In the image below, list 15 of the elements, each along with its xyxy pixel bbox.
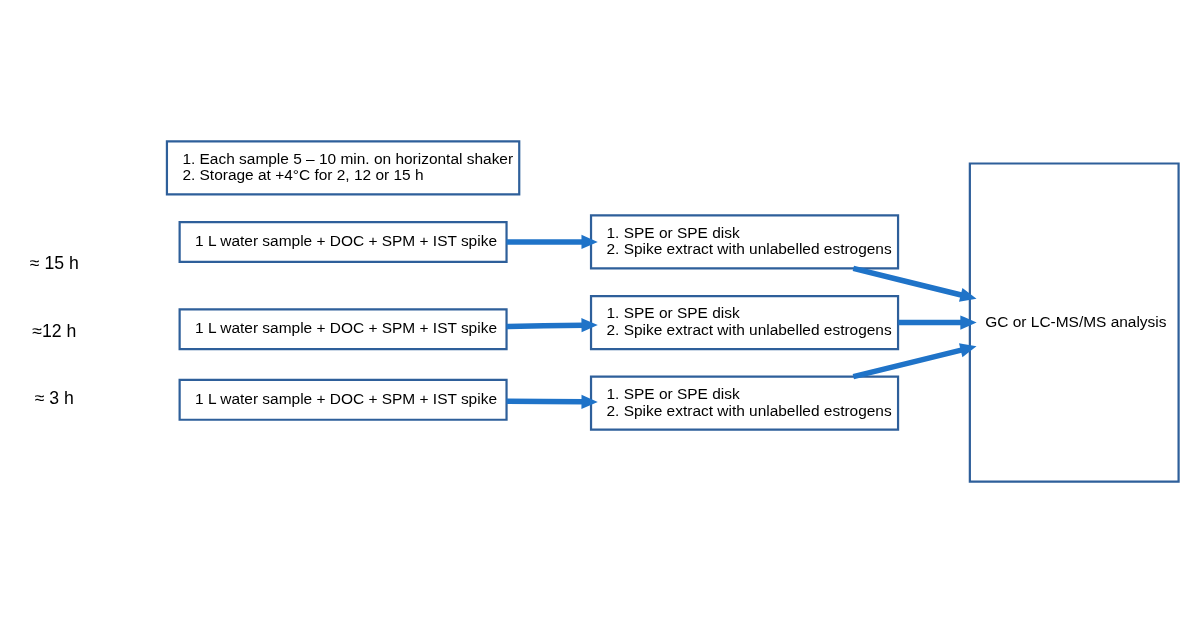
label: ≈ 15 h <box>29 253 79 274</box>
arrow <box>506 234 598 250</box>
node-box: 1. SPE or SPE disk 2. Spike extract with unlabelled estrogens <box>589 214 900 270</box>
node-box: GC or LC-MS/MS analysis <box>968 162 1180 483</box>
node-box: 1 L water sample + DOC + SPM + IST spike <box>178 220 508 263</box>
arrow <box>898 315 977 330</box>
arrow <box>506 394 598 409</box>
node-box: 1. SPE or SPE disk 2. Spike extract with unlabelled estrogens <box>589 375 900 431</box>
node-box: 1 L water sample + DOC + SPM + IST spike <box>178 378 508 421</box>
node-box: 1. SPE or SPE disk 2. Spike extract with unlabelled estrogens <box>589 294 900 351</box>
node-box: 1. Each sample 5 – 10 min. on horizontal shaker 2. Storage at +4°C for 2, 12 or 15 h <box>165 140 521 196</box>
node-box: 1 L water sample + DOC + SPM + IST spike <box>178 308 508 351</box>
label: ≈12 h <box>32 320 77 341</box>
label: ≈ 3 h <box>34 388 74 409</box>
arrow <box>506 318 598 333</box>
